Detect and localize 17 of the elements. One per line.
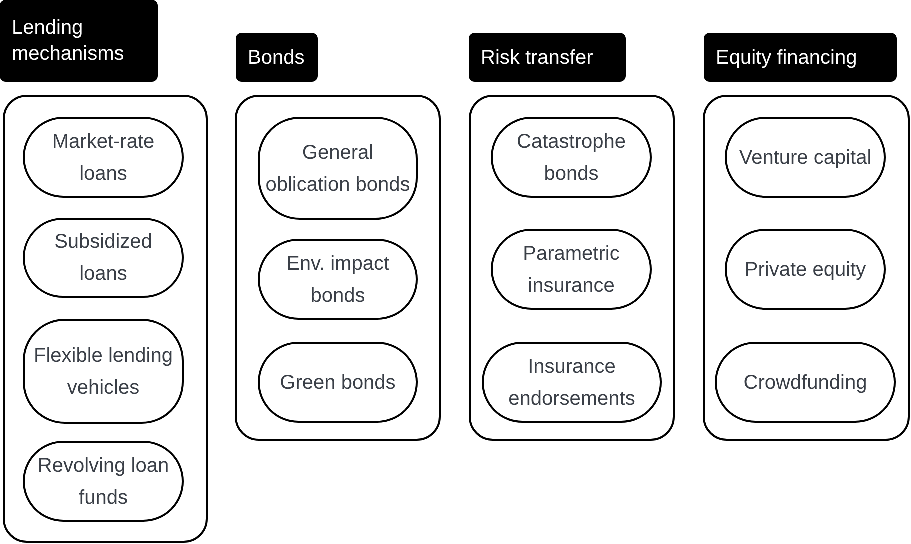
item-pill: Crowdfunding: [715, 342, 896, 423]
item-pill: General oblication bonds: [258, 117, 418, 220]
item-pill: Market-rate loans: [23, 117, 184, 198]
item-pill: Env. impact bonds: [258, 239, 418, 320]
item-pill: Subsidized loans: [23, 218, 184, 298]
group-heading: Bonds: [236, 33, 318, 82]
item-pill: Insurance endorsements: [482, 342, 662, 423]
group-heading: Risk transfer: [469, 33, 626, 82]
group-heading: Equity financing: [704, 33, 897, 82]
item-pill: Flexible lending vehicles: [23, 319, 184, 424]
group-heading: Lending mechanisms: [0, 0, 158, 82]
item-pill: Green bonds: [258, 342, 418, 423]
item-pill: Private equity: [725, 229, 886, 310]
item-pill: Parametric insurance: [491, 229, 652, 310]
item-pill: Catastrophe bonds: [491, 117, 652, 198]
item-pill: Revolving loan funds: [23, 441, 184, 522]
item-pill: Venture capital: [725, 117, 886, 198]
